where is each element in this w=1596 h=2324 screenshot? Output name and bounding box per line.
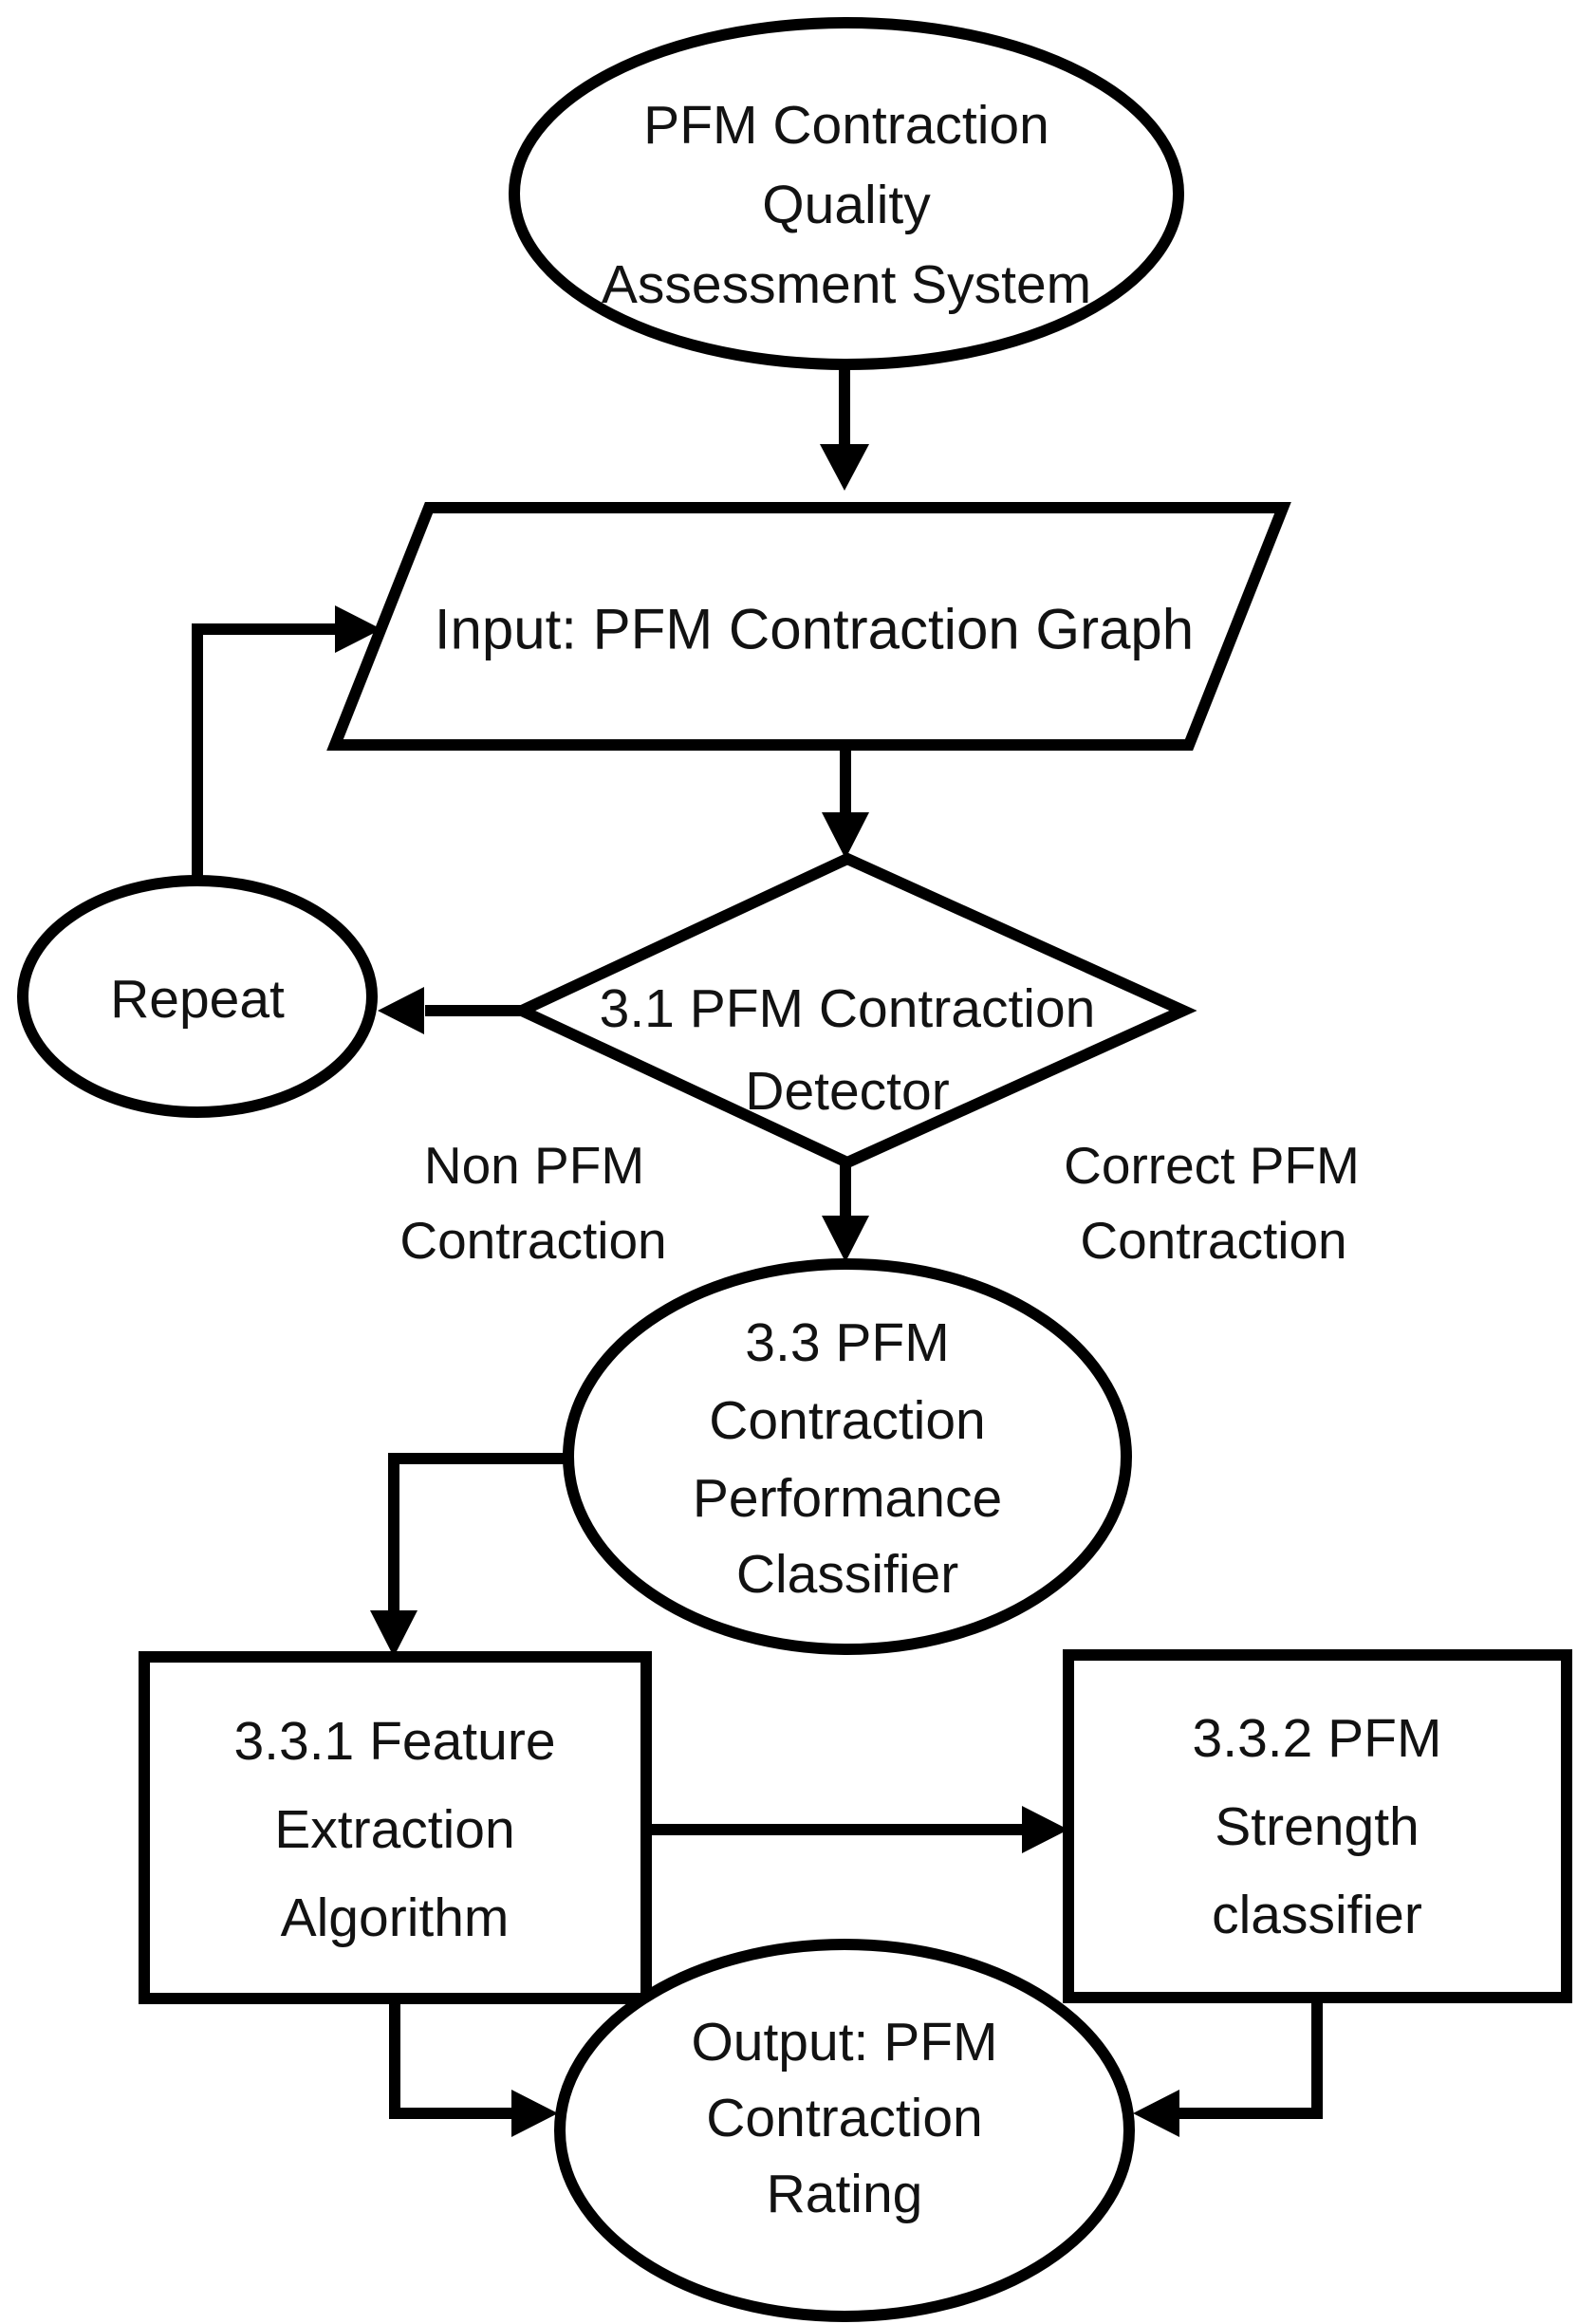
output-label-line2: Contraction: [706, 2088, 983, 2148]
node-output-ellipse: [554, 1939, 1135, 2322]
strength-label-line3: classifier: [1212, 1885, 1422, 1945]
branch-label-correct-pfm-line1: Correct PFM: [1064, 1136, 1360, 1195]
repeat-label: Repeat: [110, 969, 285, 1030]
strength-label-line2: Strength: [1215, 1796, 1419, 1857]
output-label-line3: Rating: [767, 2164, 923, 2224]
output-label-line1: Output: PFM: [691, 2012, 997, 2073]
edge-input-to-detector: [822, 745, 869, 859]
start-label-line1: PFM Contraction: [643, 95, 1049, 156]
detector-label-line2: Detector: [745, 1061, 949, 1122]
node-feature-rect: [139, 1651, 652, 2004]
start-label-line3: Assessment System: [602, 254, 1091, 315]
node-repeat-ellipse: [17, 875, 378, 1118]
edge-detector-to-classifier: [822, 1162, 869, 1262]
node-strength-rect: [1063, 1649, 1572, 2003]
detector-label-line1: 3.1 PFM Contraction: [600, 978, 1096, 1039]
classifier-label-line4: Classifier: [736, 1544, 958, 1605]
edge-detector-to-repeat: [378, 987, 522, 1034]
strength-label-line1: 3.3.2 PFM: [1193, 1708, 1442, 1769]
feature-label-line2: Extraction: [274, 1799, 514, 1860]
node-input-parallelogram: [326, 502, 1291, 751]
classifier-label-line1: 3.3 PFM: [745, 1312, 949, 1373]
feature-label-line3: Algorithm: [281, 1887, 510, 1948]
edge-feature-to-strength: [646, 1806, 1068, 1853]
edge-classifier-to-feature: [370, 1453, 569, 1657]
start-label-line2: Quality: [762, 175, 931, 235]
branch-label-non-pfm-line1: Non PFM: [424, 1136, 644, 1195]
branch-label-correct-pfm-line2: Contraction: [1080, 1211, 1346, 1270]
node-classifier-ellipse: [563, 1258, 1132, 1655]
classifier-label-line2: Contraction: [709, 1390, 986, 1451]
input-label: Input: PFM Contraction Graph: [435, 598, 1194, 661]
feature-label-line1: 3.3.1 Feature: [233, 1711, 555, 1772]
classifier-label-line3: Performance: [693, 1468, 1002, 1529]
node-detector-diamond: [508, 852, 1197, 1169]
branch-label-non-pfm-line2: Contraction: [399, 1211, 666, 1270]
edge-start-to-input: [820, 368, 869, 491]
edge-strength-to-output: [1133, 1998, 1323, 2137]
node-start-ellipse: [509, 17, 1184, 370]
edge-feature-to-output: [389, 1999, 558, 2137]
edge-repeat-to-input: [192, 605, 381, 880]
